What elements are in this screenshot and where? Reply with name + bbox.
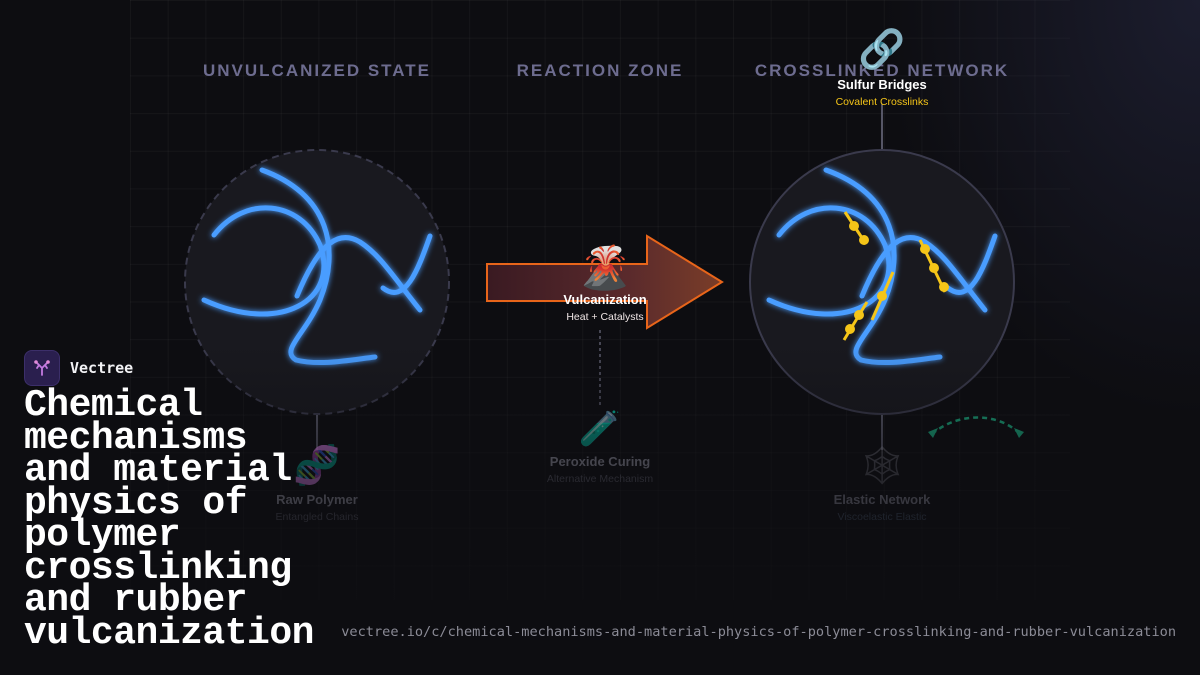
crosslinked-network [749, 149, 1015, 415]
reversible-arrow-path [931, 416, 1021, 435]
sulfur-atom [854, 310, 864, 320]
crosslink-bond [842, 301, 869, 341]
polymer-chain [294, 235, 423, 313]
vectree-logo-icon [24, 350, 60, 386]
link-icon: 🔗 [858, 26, 905, 72]
brand-name: Vectree [70, 359, 134, 377]
polymer-chain [380, 233, 433, 295]
reversible-arrow [928, 416, 1024, 438]
sulfur-atom [859, 235, 869, 245]
polymer-chain [201, 205, 327, 317]
reaction-arrow [486, 234, 724, 330]
polymer-chain [766, 205, 892, 317]
page-title: Chemical mechanisms and material physics… [24, 384, 314, 655]
node-title-peroxide-curing: Peroxide Curing [550, 454, 650, 469]
sulfur-atom [939, 282, 949, 292]
source-url[interactable]: vectree.io/c/chemical-mechanisms-and-mat… [341, 624, 1176, 640]
node-subtitle-peroxide-curing: Alternative Mechanism [547, 473, 653, 485]
unvulcanized-chains [184, 149, 450, 415]
sulfur-atom [849, 221, 859, 231]
node-title-elastic-network: Elastic Network [834, 492, 932, 507]
node-title-sulfur-bridges: Sulfur Bridges [837, 77, 927, 92]
zone-label-reaction: REACTION ZONE [517, 61, 684, 80]
sulfur-atom [920, 244, 930, 254]
sulfur-atom [929, 263, 939, 273]
sulfur-atom [877, 291, 887, 301]
node-subtitle-vulcanization: Heat + Catalysts [566, 311, 643, 323]
node-title-vulcanization: Vulcanization [563, 292, 646, 307]
sulfur-crosslinks [842, 211, 949, 341]
node-subtitle-sulfur-bridges: Covalent Crosslinks [836, 96, 929, 108]
zone-label-crosslinked: CROSSLINKED NETWORK [755, 61, 1009, 80]
reversible-arrow-head-left [928, 428, 938, 438]
brand: Vectree [24, 350, 133, 386]
reversible-arrow-head-right [1014, 428, 1024, 438]
volcano-icon: 🌋 [579, 243, 631, 292]
polymer-chain [945, 233, 998, 295]
sulfur-atom [845, 324, 855, 334]
polymer-chain [859, 235, 988, 313]
tree-branch-icon [34, 360, 50, 376]
node-subtitle-elastic-network: Viscoelastic Elastic [837, 511, 926, 523]
test-tube-icon: 🧪 [579, 409, 621, 449]
spider-web-icon: 🕸 [858, 443, 906, 487]
zone-label-unvulcanized: UNVULCANIZED STATE [203, 61, 431, 80]
